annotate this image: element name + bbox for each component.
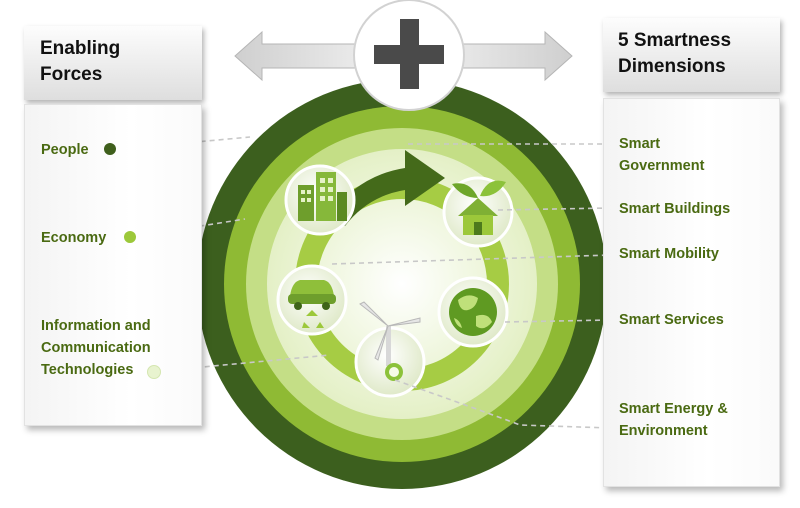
connector-lines xyxy=(119,136,611,429)
force-people-label: People xyxy=(41,142,89,158)
enabling-forces-panel xyxy=(24,104,202,426)
connector-energy xyxy=(394,379,611,429)
dimension-government-line2: Government xyxy=(619,158,705,174)
globe-icon xyxy=(437,276,509,348)
smartness-dimensions-header-line2: Dimensions xyxy=(618,56,726,77)
cycle-arrow xyxy=(330,150,445,226)
force-ict-line1: Information and xyxy=(41,318,151,334)
smartness-dimensions-panel xyxy=(603,98,780,487)
green-house-icon xyxy=(442,176,514,248)
dimension-energy-line1: Smart Energy & xyxy=(619,401,728,417)
force-ict-line2: Communication xyxy=(41,340,151,356)
dimension-mobility: Smart Mobility xyxy=(619,243,719,265)
connector-buildings xyxy=(497,207,611,211)
force-ict: Information and Communication Technologi… xyxy=(41,315,151,381)
dimension-services: Smart Services xyxy=(619,309,724,331)
dimension-energy-line2: Environment xyxy=(619,423,708,439)
smartness-dimensions-header: 5 Smartness Dimensions xyxy=(603,18,780,92)
force-economy-label: Economy xyxy=(41,230,107,246)
enabling-forces-header-line2: Forces xyxy=(40,64,103,85)
buildings-icon xyxy=(284,164,356,236)
wind-turbine-icon xyxy=(354,301,426,398)
dimension-government: Smart Government xyxy=(619,133,704,177)
connector-mobility xyxy=(331,254,611,265)
plus-icon xyxy=(374,19,444,89)
force-economy: Economy xyxy=(41,227,106,249)
force-ict-line3: Technologies xyxy=(41,362,134,378)
dimension-buildings-label: Smart Buildings xyxy=(619,201,731,217)
force-economy-dot xyxy=(124,231,136,243)
smartness-dimensions-header-line1: 5 Smartness xyxy=(618,30,732,51)
force-people: People xyxy=(41,139,89,161)
car-recycle-icon xyxy=(276,264,348,336)
dimension-government-line1: Smart xyxy=(619,136,661,152)
force-people-dot xyxy=(104,143,116,155)
dimension-buildings: Smart Buildings xyxy=(619,198,730,220)
dimension-services-label: Smart Services xyxy=(619,312,724,328)
enabling-forces-header: Enabling Forces xyxy=(24,26,202,100)
enabling-forces-header-line1: Enabling xyxy=(40,38,121,59)
force-ict-dot xyxy=(147,365,161,379)
dimension-energy: Smart Energy & Environment xyxy=(619,398,728,442)
dimension-mobility-label: Smart Mobility xyxy=(619,246,719,262)
